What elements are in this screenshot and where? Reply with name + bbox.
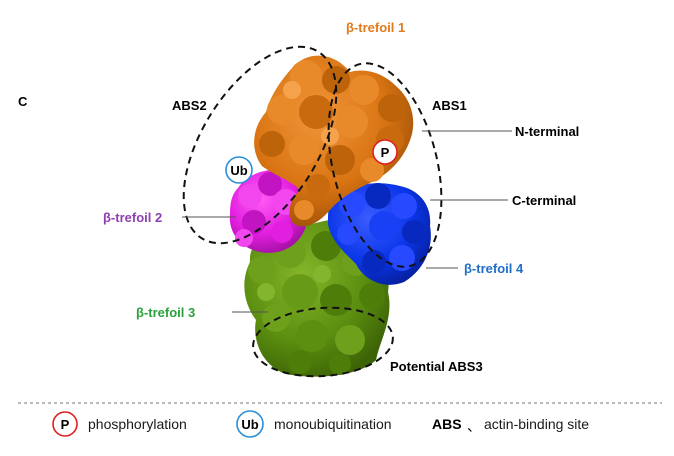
abs1-region: [327, 62, 443, 268]
abs2-label: ABS2: [172, 98, 207, 113]
n-terminal-label: N-terminal: [515, 124, 579, 139]
abs3-region: [252, 306, 394, 378]
trefoil2-domain: [229, 169, 309, 253]
abs2-region: [182, 45, 338, 245]
legend-ub-symbol-text: Ub: [241, 417, 258, 432]
legend-phospho-symbol-text: P: [61, 417, 70, 432]
legend: P phosphorylation Ub monoubiquitination …: [52, 410, 589, 438]
panel-label: C: [18, 94, 28, 109]
c-terminal-label: C-terminal: [512, 193, 576, 208]
legend-ub-text: monoubiquitination: [274, 416, 392, 432]
legend-ub-symbol: [236, 410, 264, 438]
legend-abs-sep: 、: [467, 418, 481, 434]
trefoil3-label: β-trefoil 3: [136, 305, 195, 320]
trefoil1-label: β-trefoil 1: [346, 20, 405, 35]
legend-abs-text: actin-binding site: [484, 416, 589, 432]
trefoil1-domain: [254, 55, 414, 227]
legend-phospho-symbol: [52, 411, 78, 437]
trefoil2-label: β-trefoil 2: [103, 210, 162, 225]
ub-marker-text: Ub: [230, 163, 247, 178]
abs1-label: ABS1: [432, 98, 467, 113]
leader-lines: [182, 130, 512, 313]
trefoil4-label: β-trefoil 4: [464, 261, 524, 276]
abs3-label: Potential ABS3: [390, 359, 483, 374]
legend-abs-abbrev: ABS: [432, 416, 462, 432]
phospho-marker-text: P: [381, 145, 390, 160]
ubiquitination-site-marker: Ub: [225, 156, 253, 184]
phosphorylation-site-marker: P: [372, 139, 398, 165]
trefoil4-domain: [327, 183, 431, 285]
legend-phospho-text: phosphorylation: [88, 416, 187, 432]
